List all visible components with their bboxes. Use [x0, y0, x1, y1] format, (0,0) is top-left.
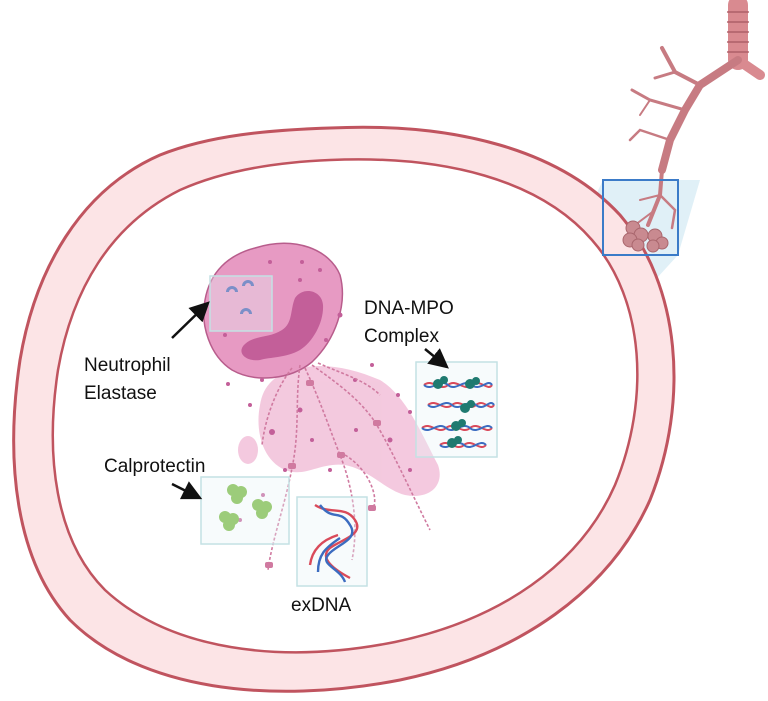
granules	[223, 260, 412, 522]
lung-bronchial-tree-icon	[628, 0, 765, 230]
dna-mpo-arrow	[424, 348, 449, 369]
dna-mpo-complex-label-line2: Complex	[364, 326, 439, 347]
neutrophil-icon	[203, 242, 344, 379]
exdna-label: exDNA	[291, 595, 352, 616]
net-cloud	[238, 365, 440, 496]
elastase-arrow	[171, 301, 210, 339]
alveoli-cluster	[622, 220, 669, 253]
mpo-protein-icon	[433, 376, 480, 448]
dna-helix-icon	[308, 503, 359, 583]
exdna-inset	[296, 496, 368, 587]
neutrophil-body	[203, 242, 344, 379]
calprotectin-label: Calprotectin	[104, 456, 205, 477]
elastase-icon	[226, 280, 254, 314]
dna-mpo-complex-label-line1: DNA-MPO	[364, 298, 454, 319]
neutrophil-nucleus	[241, 290, 324, 361]
calprotectin-icon	[219, 484, 272, 531]
net-strand-beads	[265, 380, 381, 568]
label-arrows	[171, 301, 449, 500]
lung-zoom-box	[602, 179, 679, 256]
neutrophil-elastase-label-line1: Neutrophil	[84, 355, 171, 376]
dna-mpo-inset	[415, 361, 498, 458]
neutrophil-elastase-label: Neutrophil Elastase	[84, 355, 176, 404]
calprotectin-arrow	[171, 481, 203, 500]
calprotectin-inset	[200, 476, 290, 545]
neutrophil-elastase-label-line2: Elastase	[84, 383, 157, 404]
dna-mpo-complex-label: DNA-MPO Complex	[364, 298, 459, 347]
elastase-inset	[209, 275, 273, 332]
